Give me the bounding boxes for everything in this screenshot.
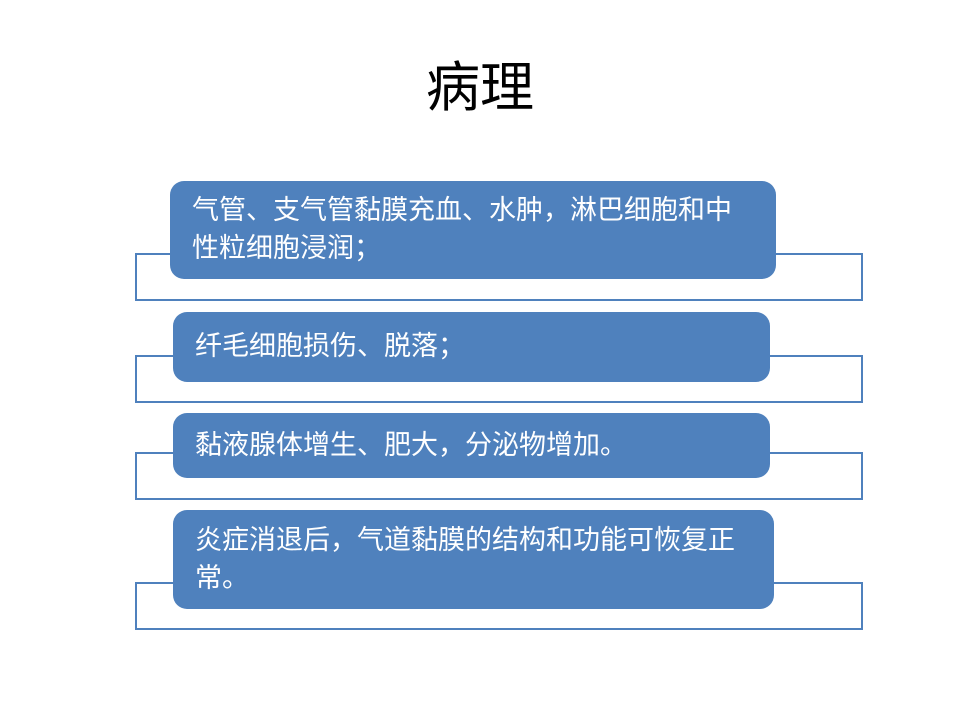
item-text-2: 纤毛细胞损伤、脱落；: [195, 331, 465, 362]
item-box-3: 黏液腺体增生、肥大，分泌物增加。: [173, 413, 770, 478]
page-title: 病理: [426, 56, 534, 119]
item-box-1: 气管、支气管黏膜充血、水肿，淋巴细胞和中性粒细胞浸润；: [170, 181, 776, 279]
item-text-1: 气管、支气管黏膜充血、水肿，淋巴细胞和中性粒细胞浸润；: [192, 195, 732, 264]
item-box-2: 纤毛细胞损伤、脱落；: [173, 312, 770, 382]
item-text-3: 黏液腺体增生、肥大，分泌物增加。: [195, 429, 627, 461]
item-box-4: 炎症消退后，气道黏膜的结构和功能可恢复正常。: [173, 510, 774, 609]
item-text-4: 炎症消退后，气道黏膜的结构和功能可恢复正常。: [195, 524, 735, 594]
